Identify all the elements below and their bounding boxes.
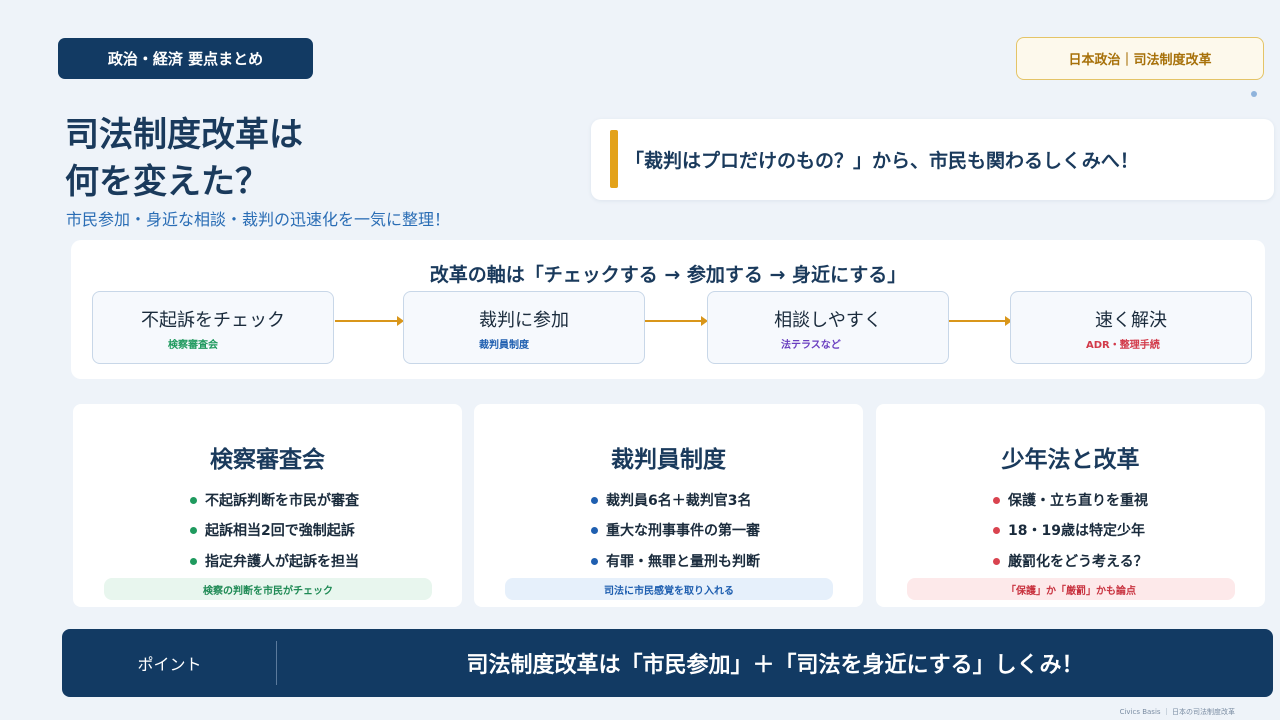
bullet-dot-icon xyxy=(190,557,197,565)
bullet-item: 厳罰化をどう考える？ xyxy=(993,551,1148,571)
bullet-dot-icon xyxy=(190,496,197,504)
title-line-2: 何を変えた？ xyxy=(65,162,269,202)
bullet-dot-icon xyxy=(591,557,598,565)
bullet-dot-icon xyxy=(591,526,598,534)
bullet-item: 有罪・無罪と量刑も判断 xyxy=(591,551,760,571)
step-label: 速く解決 xyxy=(1095,310,1167,331)
axis-heading: 改革の軸は「チェックする → 参加する → 身近にする」 xyxy=(429,264,907,286)
arrow-right-icon xyxy=(645,316,708,326)
card-title: 少年法と改革 xyxy=(1001,447,1140,473)
card-footer: 「保護」か「厳罰」かも論点 xyxy=(907,578,1235,600)
card-footer: 検察の判断を市民がチェック xyxy=(104,578,432,600)
reform-axis-panel: 改革の軸は「チェックする → 参加する → 身近にする」 不起訴をチェック 検察… xyxy=(71,240,1265,379)
step-consult: 相談しやすく 法テラスなど xyxy=(707,291,949,364)
quote-card: 「裁判はプロだけのもの？」から、市民も関わるしくみへ！ xyxy=(591,119,1274,200)
step-sublabel: 法テラスなど xyxy=(781,340,841,351)
point-text: 司法制度改革は「市民参加」＋「司法を身近にする」しくみ！ xyxy=(466,653,1084,678)
title-line-1: 司法制度改革は xyxy=(65,115,303,155)
footer-note: Civics Basis ｜ 日本の司法制度改革 xyxy=(1119,708,1235,716)
bullet-item: 重大な刑事事件の第一審 xyxy=(591,520,760,540)
step-label: 相談しやすく xyxy=(774,310,882,331)
card-juvenile-law: 少年法と改革 保護・立ち直りを重視 18・19歳は特定少年 厳罰化をどう考える？… xyxy=(876,404,1265,607)
bullet-dot-icon xyxy=(190,526,197,534)
card-title: 検察審査会 xyxy=(210,447,325,473)
page-title: 司法制度改革は 何を変えた？ xyxy=(65,112,485,206)
point-label: ポイント xyxy=(137,655,202,674)
step-check: 不起訴をチェック 検察審査会 xyxy=(92,291,334,364)
step-participate: 裁判に参加 裁判員制度 xyxy=(403,291,645,364)
card-title: 裁判員制度 xyxy=(611,447,726,473)
step-sublabel: 裁判員制度 xyxy=(479,340,529,351)
arrow-right-icon xyxy=(949,316,1012,326)
bullet-item: 裁判員6名＋裁判官3名 xyxy=(591,490,751,510)
page-subtitle: 市民参加・身近な相談・裁判の迅速化を一気に整理！ xyxy=(66,210,451,229)
divider xyxy=(276,641,277,685)
step-resolve: 速く解決 ADR・整理手続 xyxy=(1010,291,1252,364)
card-lay-judge: 裁判員制度 裁判員6名＋裁判官3名 重大な刑事事件の第一審 有罪・無罪と量刑も判… xyxy=(474,404,863,607)
quote-text: 「裁判はプロだけのもの？」から、市民も関わるしくみへ！ xyxy=(625,150,1139,172)
bullet-item: 18・19歳は特定少年 xyxy=(993,520,1145,540)
bullet-dot-icon xyxy=(993,557,1000,565)
quote-accent-bar xyxy=(610,130,618,188)
bullet-dot-icon xyxy=(591,496,598,504)
bullet-item: 起訴相当2回で強制起訴 xyxy=(190,520,355,540)
topic-tag: 日本政治｜司法制度改革 xyxy=(1016,37,1264,80)
step-sublabel: ADR・整理手続 xyxy=(1086,340,1160,351)
card-footer: 司法に市民感覚を取り入れる xyxy=(505,578,833,600)
bullet-dot-icon xyxy=(993,496,1000,504)
decorative-dot xyxy=(1251,91,1257,97)
arrow-right-icon xyxy=(335,316,404,326)
step-label: 不起訴をチェック xyxy=(141,310,285,331)
step-label: 裁判に参加 xyxy=(479,310,569,331)
bullet-item: 不起訴判断を市民が審査 xyxy=(190,490,359,510)
bullet-item: 保護・立ち直りを重視 xyxy=(993,490,1148,510)
bullet-item: 指定弁護人が起訴を担当 xyxy=(190,551,359,571)
step-sublabel: 検察審査会 xyxy=(168,340,218,351)
card-prosecution-review: 検察審査会 不起訴判断を市民が審査 起訴相当2回で強制起訴 指定弁護人が起訴を担… xyxy=(73,404,462,607)
point-banner: ポイント 司法制度改革は「市民参加」＋「司法を身近にする」しくみ！ xyxy=(62,629,1273,697)
header-badge: 政治・経済 要点まとめ xyxy=(58,38,313,79)
bullet-dot-icon xyxy=(993,526,1000,534)
